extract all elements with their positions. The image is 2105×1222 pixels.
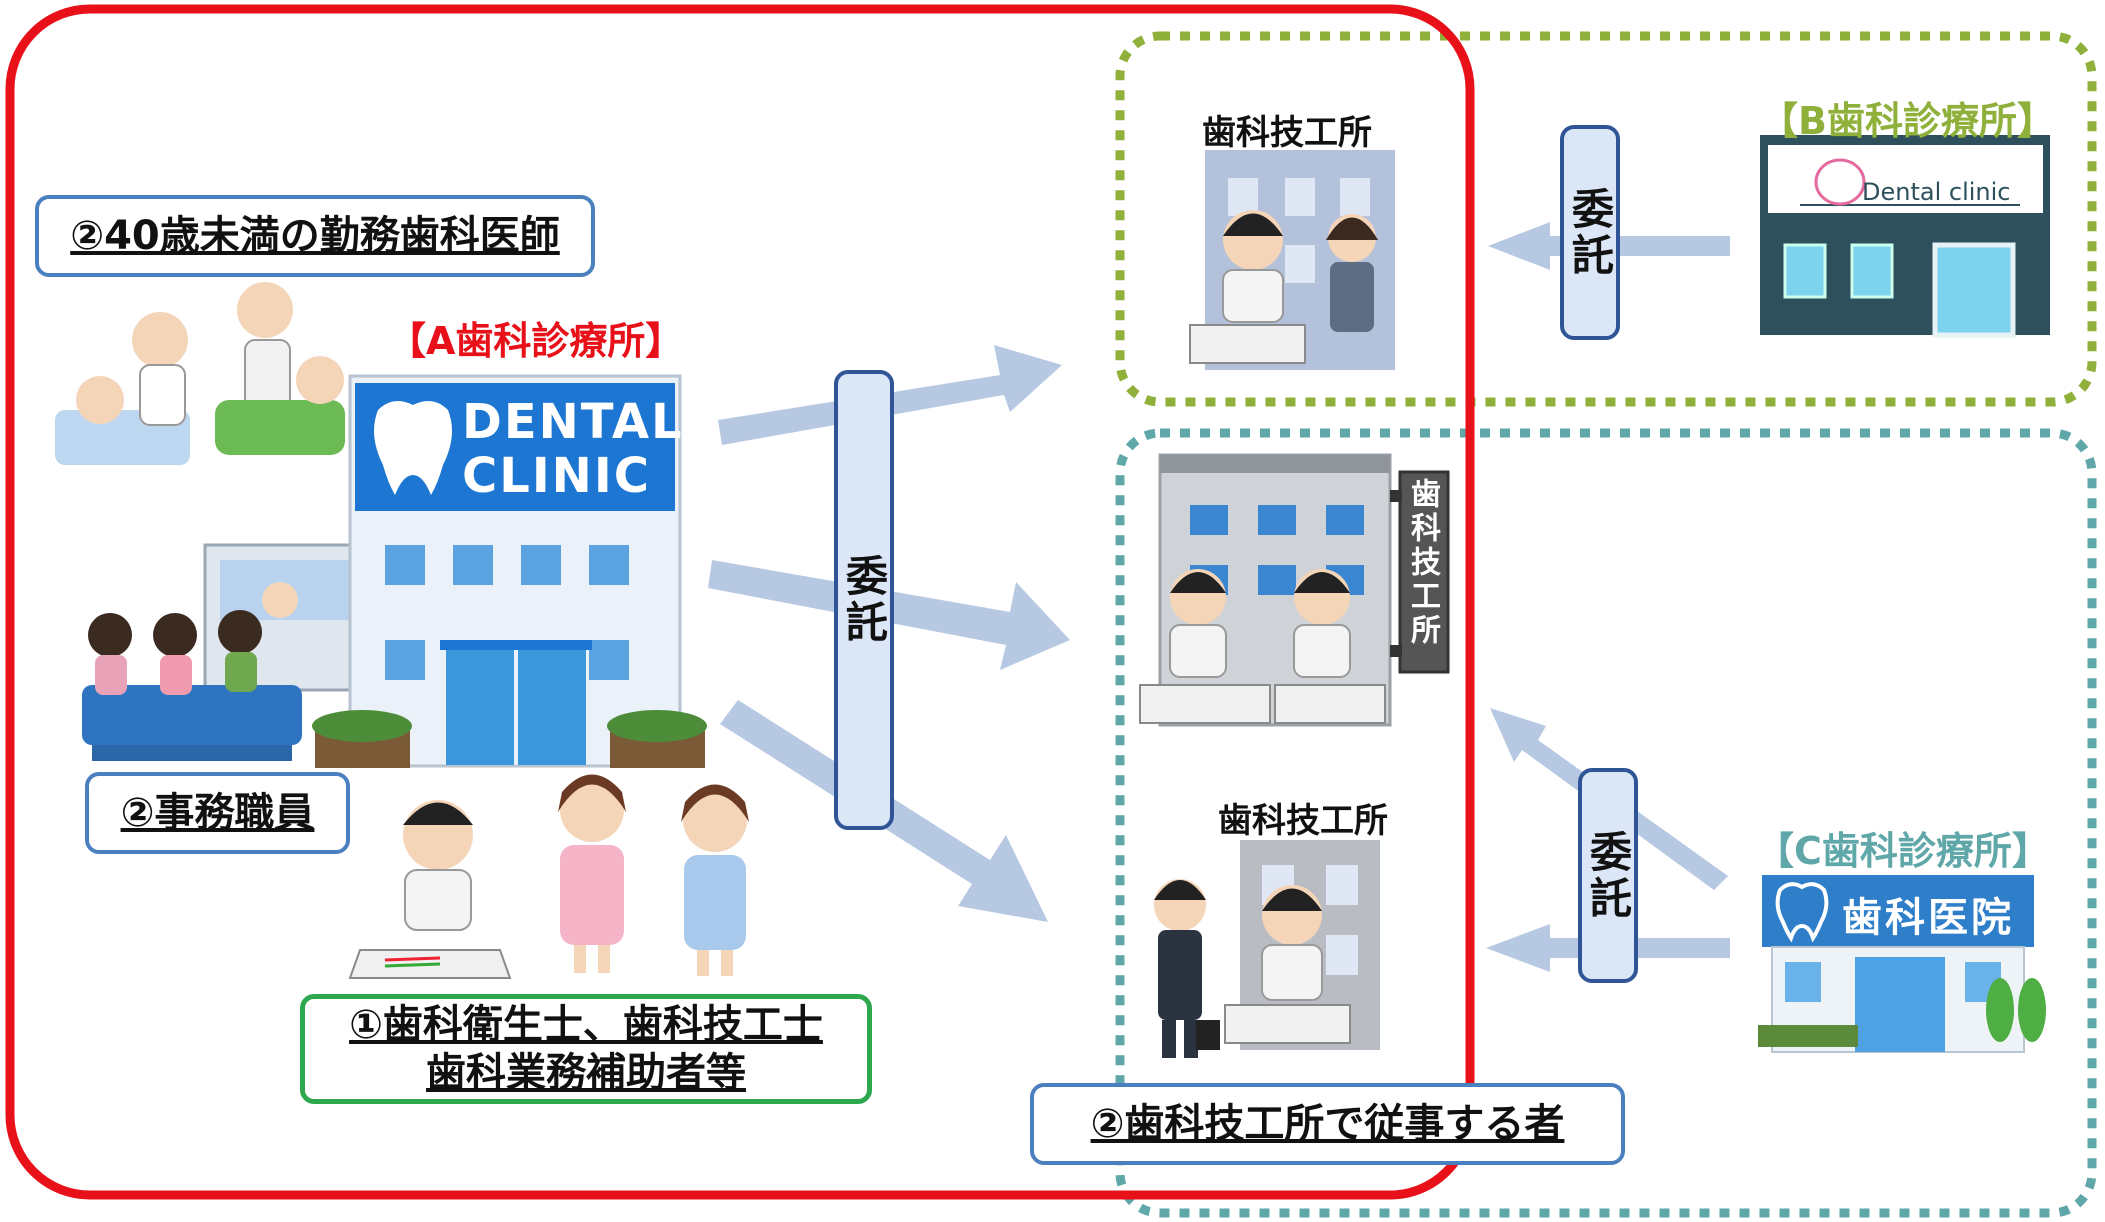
- staff-label-line1: ①歯科衛生士、歯科技工士: [349, 1002, 823, 1048]
- middle-lab-sign: 歯科技工所: [1405, 478, 1440, 648]
- green-dotted-region: [1115, 31, 2097, 407]
- clinic-a-sign-line1: DENTAL: [462, 394, 684, 450]
- clinic-c-sign: 歯科医院: [1842, 895, 2014, 941]
- itaku-b-box: 委託: [1560, 125, 1620, 340]
- reception-scene-icon: [82, 582, 302, 761]
- hygienist-icon: [558, 774, 626, 973]
- office-label: ②事務職員: [85, 772, 350, 854]
- clinic-c-building: [1758, 875, 2046, 1053]
- clinic-b-sign: Dental clinic: [1862, 178, 2011, 206]
- clinic-c-title: 【C歯科診療所】: [1756, 829, 2050, 873]
- itaku-c-box: 委託: [1578, 768, 1638, 983]
- top-lab-building: [1189, 150, 1395, 370]
- clinic-a-title: 【A歯科診療所】: [388, 319, 684, 363]
- lab-worker-label: ②歯科技工所で従事する者: [1030, 1083, 1625, 1165]
- itaku-a-box: 委託: [834, 370, 894, 830]
- bottom-lab-building: [1224, 840, 1380, 1050]
- staff-label: ①歯科衛生士、歯科技工士 歯科業務補助者等: [300, 994, 872, 1104]
- teal-dotted-region: [1115, 428, 2097, 1218]
- dentist-label: ②40歳未満の勤務歯科医師: [35, 195, 595, 277]
- staff-label-line2: 歯科業務補助者等: [426, 1050, 746, 1096]
- tooth-icon: [374, 401, 452, 495]
- assistant-icon: [681, 784, 749, 976]
- bottom-lab-title: 歯科技工所: [1218, 801, 1388, 841]
- clinic-b-title: 【B歯科診療所】: [1760, 99, 2055, 143]
- businessman-icon: [1154, 879, 1220, 1058]
- middle-lab-building: [1139, 453, 1450, 727]
- clinic-a-sign-line2: CLINIC: [462, 448, 651, 504]
- technician-icon: [348, 800, 512, 979]
- red-region: [5, 4, 1475, 1200]
- top-lab-title: 歯科技工所: [1202, 113, 1372, 153]
- dentist-scene-icon: [55, 282, 345, 465]
- clinic-b-building: [1760, 135, 2050, 338]
